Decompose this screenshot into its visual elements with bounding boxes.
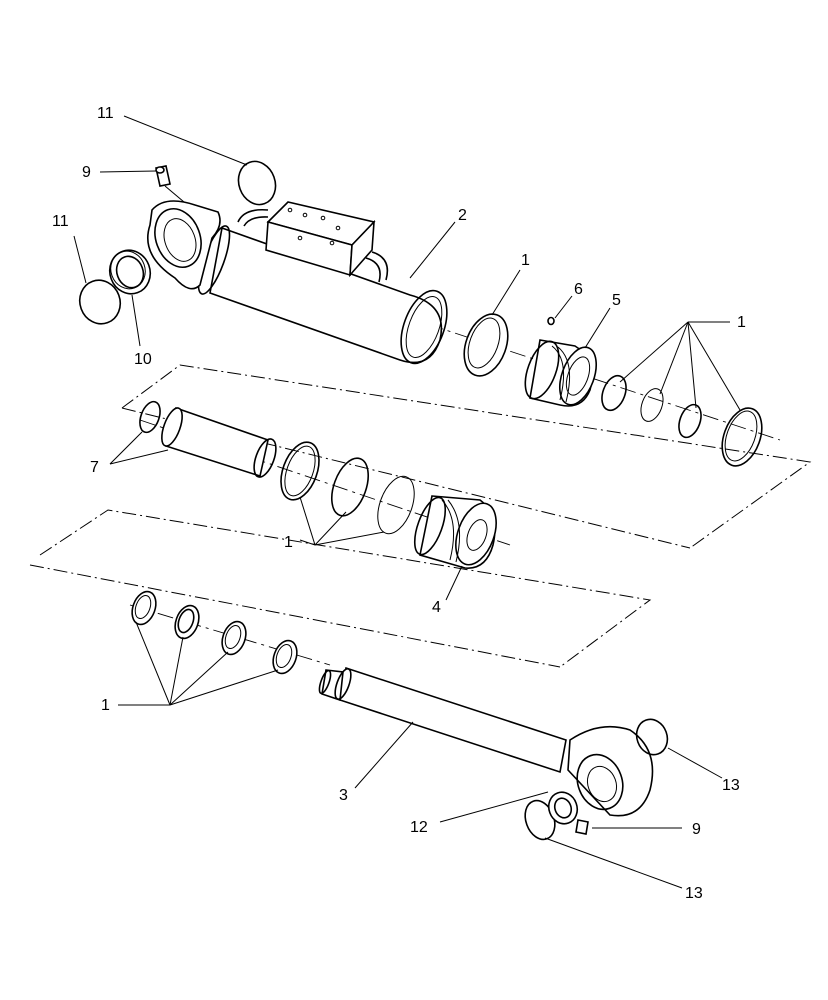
cylinder-barrel <box>146 200 448 365</box>
callout-13-right: 13 <box>722 777 740 794</box>
grease-fitting-top <box>155 165 171 187</box>
snap-ring-bottom-right <box>635 718 669 756</box>
snap-ring-top-right <box>237 160 277 206</box>
callout-1-middle: 1 <box>284 534 293 551</box>
leader-lines <box>73 115 741 889</box>
callout-9-top: 9 <box>82 164 91 181</box>
bushing-bottom <box>547 791 579 825</box>
callout-12: 12 <box>410 819 428 836</box>
callout-6: 6 <box>574 281 583 298</box>
callout-9-bottom: 9 <box>692 821 701 838</box>
spacer-tube <box>139 400 277 478</box>
callout-4: 4 <box>432 599 441 616</box>
group-boundary-lower <box>29 509 652 668</box>
rod-seal-2 <box>174 604 200 640</box>
callout-5: 5 <box>612 292 621 309</box>
upper-axis-line <box>399 314 781 441</box>
callout-labels: 11 9 11 10 2 1 6 5 1 7 1 4 1 3 13 12 9 1… <box>52 105 746 902</box>
callout-1-upper: 1 <box>521 252 530 269</box>
seal-ring-middle-1 <box>280 441 320 501</box>
seal-ring-upper-4 <box>678 403 702 439</box>
grease-fitting-bottom <box>575 819 589 835</box>
bleed-nipple <box>547 316 555 326</box>
snap-ring-top-left <box>78 279 122 325</box>
callout-1-right: 1 <box>737 314 746 331</box>
piston-rod <box>318 666 654 817</box>
rod-seal-1 <box>131 590 157 626</box>
rod-seal-3 <box>221 620 247 656</box>
rod-seal-4 <box>272 639 298 675</box>
callout-3: 3 <box>339 787 348 804</box>
seal-ring-upper-1 <box>463 313 509 377</box>
seal-ring-upper-2 <box>601 374 627 412</box>
bushing-top <box>108 249 152 295</box>
seal-ring-middle-3 <box>377 475 415 535</box>
callout-1-lower: 1 <box>101 697 110 714</box>
callout-11-left: 11 <box>52 213 69 230</box>
piston <box>413 495 497 569</box>
callout-7: 7 <box>90 459 99 476</box>
seal-ring-upper-3 <box>640 388 664 422</box>
callout-13-bottom: 13 <box>685 885 703 902</box>
callout-2: 2 <box>458 207 467 224</box>
callout-11-top: 11 <box>97 105 114 122</box>
seal-ring-upper-5 <box>721 407 763 467</box>
seal-ring-middle-2 <box>330 457 370 517</box>
gland-head <box>524 339 598 407</box>
callout-10: 10 <box>134 351 152 368</box>
